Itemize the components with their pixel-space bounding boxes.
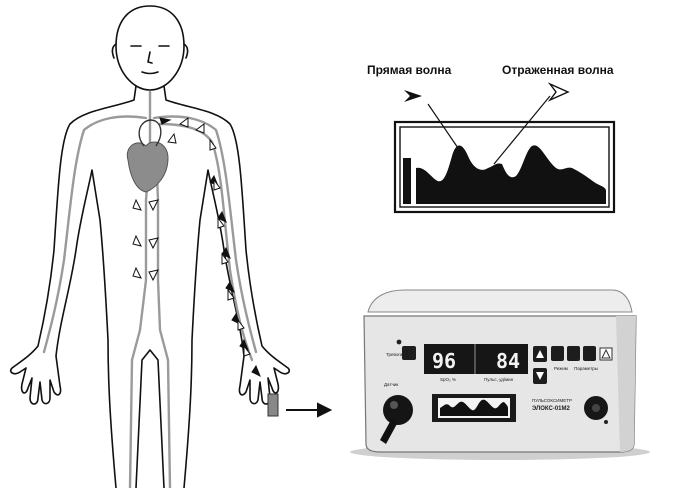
pointer-arrow bbox=[286, 402, 333, 418]
leg-inner bbox=[135, 349, 165, 488]
vein-main bbox=[154, 148, 172, 488]
sensor-label: Датчик bbox=[384, 382, 398, 387]
reflected-wave-arrow-icon bbox=[547, 82, 570, 102]
pulse-waveform bbox=[416, 145, 606, 204]
device-front bbox=[363, 315, 637, 453]
brand-model: ЭЛОКС-01М2 bbox=[532, 406, 571, 412]
up-arrow-icon bbox=[536, 350, 544, 358]
heart bbox=[126, 141, 169, 193]
pulse-label: Пульс, уд/мин bbox=[484, 377, 514, 382]
device-top bbox=[367, 289, 633, 313]
ear-left bbox=[111, 43, 117, 59]
device-side-shade bbox=[616, 316, 636, 452]
human-figure bbox=[9, 5, 291, 488]
ear-right bbox=[183, 43, 189, 59]
params-label: Параметры bbox=[574, 366, 598, 371]
sensor-cable bbox=[380, 418, 398, 444]
face-mouth bbox=[141, 71, 159, 75]
alarm-button[interactable] bbox=[402, 346, 416, 360]
face-nose bbox=[147, 51, 153, 64]
brand-top: ПУЛЬСОКСИМЕТР bbox=[532, 398, 572, 403]
amplitude-bar bbox=[403, 158, 411, 204]
mini-pulse-waveform bbox=[440, 399, 508, 416]
artery-left-arm bbox=[42, 115, 148, 354]
power-indicator-icon bbox=[604, 420, 608, 424]
spo2-value: 96 bbox=[432, 349, 456, 373]
sensor-connector[interactable] bbox=[383, 395, 413, 425]
pulse-value: 84 bbox=[496, 349, 520, 373]
waveform-panel: Прямая волна Отраженная волна bbox=[367, 63, 616, 214]
alarm-indicator-icon bbox=[396, 339, 402, 345]
pulse-oximeter-device: Тревога 96 84 SpO₂ % Пульс, уд/мин Режим… bbox=[350, 289, 650, 460]
finger-sensor bbox=[267, 393, 279, 417]
reflected-wave-leader bbox=[493, 95, 551, 165]
direct-wave-arrow-icon bbox=[404, 90, 422, 102]
down-arrow-icon bbox=[536, 372, 544, 380]
function-button-2[interactable] bbox=[567, 346, 580, 361]
function-button-1[interactable] bbox=[551, 346, 564, 361]
display-divider bbox=[474, 344, 476, 374]
heart-vessel-loop bbox=[138, 119, 162, 147]
pulse-arrows-reflected bbox=[132, 117, 251, 357]
head-outline bbox=[115, 5, 185, 91]
spo2-label: SpO₂ % bbox=[440, 377, 456, 382]
alarm-label: Тревога bbox=[386, 352, 403, 357]
direct-wave-label: Прямая волна bbox=[367, 63, 452, 77]
function-button-3[interactable] bbox=[583, 346, 596, 361]
direct-wave-leader bbox=[427, 103, 459, 149]
menu-label: Режим bbox=[554, 366, 568, 371]
artery-right-arm bbox=[152, 115, 258, 354]
body-outline-right bbox=[163, 85, 291, 488]
body-outline-left bbox=[9, 85, 137, 488]
reflected-wave-label: Отраженная волна bbox=[502, 63, 614, 77]
